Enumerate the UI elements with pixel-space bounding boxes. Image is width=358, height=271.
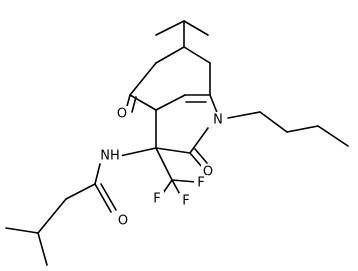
atom-label: O: [203, 165, 213, 180]
bond: [94, 163, 101, 185]
bond: [189, 127, 209, 154]
atom-fluorine-bottom: F: [179, 193, 193, 209]
bond: [131, 96, 137, 113]
bond: [189, 152, 203, 168]
bond: [227, 111, 261, 119]
atom-oxygen-ketone: O: [115, 106, 129, 122]
atom-label: N: [213, 113, 223, 128]
atom-fluorine-left: F: [150, 191, 164, 207]
bond: [94, 183, 112, 213]
atom-nitrogen-ring: N: [209, 112, 227, 128]
bond: [286, 125, 319, 133]
atom-label: O: [117, 107, 127, 122]
atom-oxygen-amide: O: [116, 213, 130, 229]
bond: [155, 46, 185, 64]
bond: [65, 183, 96, 200]
bond: [209, 94, 219, 116]
atom-labels: O N NH O F F F O: [98, 106, 227, 229]
bond: [155, 147, 191, 154]
bond: [37, 232, 48, 266]
bond: [100, 183, 117, 211]
atom-label: F: [153, 192, 160, 207]
bond: [119, 147, 157, 157]
atom-label: F: [197, 176, 204, 191]
bond: [155, 20, 185, 36]
bond: [259, 111, 288, 133]
bond: [171, 179, 197, 183]
bond: [37, 198, 67, 234]
bond: [129, 94, 157, 111]
bond: [5, 227, 39, 234]
atom-label: O: [118, 214, 128, 229]
bond-layer: [5, 20, 349, 266]
bond: [129, 62, 157, 96]
atom-label: F: [182, 194, 189, 209]
bond: [155, 94, 186, 111]
bond: [194, 148, 208, 164]
atom-label: NH: [100, 149, 120, 164]
bond: [183, 46, 211, 64]
atom-nitrogen-amide: NH: [98, 147, 122, 164]
bond: [155, 147, 173, 181]
bond: [183, 20, 209, 36]
bond: [317, 125, 349, 147]
atom-fluorine-right: F: [194, 175, 208, 191]
